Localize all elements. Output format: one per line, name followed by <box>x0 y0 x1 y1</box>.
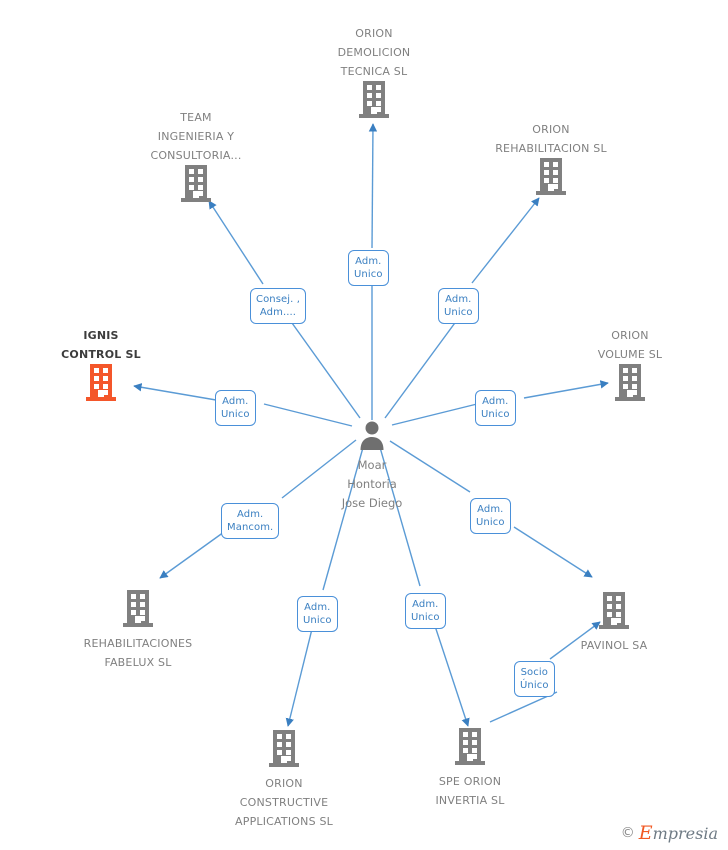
edge-line-spe-lower <box>434 625 470 727</box>
edge-line-pavinol-lower <box>513 526 593 578</box>
building-icon <box>204 728 364 772</box>
edge-label-orion-volume[interactable]: Adm. Unico <box>475 390 516 426</box>
building-icon <box>21 362 181 406</box>
company-node-team-ingenieria-y-consultoria[interactable]: TEAM INGENIERIA Y CONSULTORIA... <box>116 106 276 207</box>
edge-label-orion-demolicion[interactable]: Adm. Unico <box>348 250 389 286</box>
edge-line-orion-volume-right <box>523 380 609 399</box>
edge-line-pavinol-upper <box>389 440 471 493</box>
edge-label-team-ingenieria[interactable]: Consej. , Adm.... <box>250 288 307 324</box>
company-label: ORION CONSTRUCTIVE APPLICATIONS SL <box>235 777 333 828</box>
edge-line-spe-to-pavinol-up <box>549 621 601 660</box>
copyright-icon: © <box>620 825 635 841</box>
edge-line-constructive-lower <box>285 628 313 727</box>
edge-label-pavinol[interactable]: Adm. Unico <box>470 498 511 534</box>
edge-line-team-ingenieria-upper <box>208 200 264 285</box>
person-icon <box>297 420 447 454</box>
person-name: Moar Hontoria Jose Diego <box>341 458 403 510</box>
edge-line-team-ingenieria-lower <box>286 315 361 419</box>
edge-line-ignis-right <box>133 383 217 401</box>
company-node-orion-rehabilitacion-sl[interactable]: ORION REHABILITACION SL <box>471 118 631 200</box>
edge-line-ignis-left <box>263 403 353 427</box>
brand-name: Empresia <box>639 822 718 844</box>
building-icon <box>534 590 694 634</box>
company-label: TEAM INGENIERIA Y CONSULTORIA... <box>150 111 242 162</box>
building-icon <box>550 362 710 406</box>
edge-label-orion-constructive[interactable]: Adm. Unico <box>297 596 338 632</box>
edge-label-spe-to-pavinol[interactable]: Socio Único <box>514 661 555 697</box>
edge-label-orion-rehabilitacion[interactable]: Adm. Unico <box>438 288 479 324</box>
company-node-pavinol-sa[interactable]: PAVINOL SA <box>534 590 694 653</box>
company-label: IGNIS CONTROL SL <box>61 329 141 361</box>
company-label: REHABILITACIONES FABELUX SL <box>83 637 193 669</box>
company-label: ORION DEMOLICION TECNICA SL <box>337 27 411 78</box>
company-node-ignis-control-sl[interactable]: IGNIS CONTROL SL <box>21 324 181 406</box>
company-label: PAVINOL SA <box>580 639 648 652</box>
edge-line-orion-volume-left <box>391 403 478 426</box>
building-icon <box>390 726 550 770</box>
edge-label-rehabilitaciones-fabelux[interactable]: Adm. Mancom. <box>221 503 280 539</box>
edge-label-spe-orion-invertia[interactable]: Adm. Unico <box>405 593 446 629</box>
edge-line-orion-rehabilitacion-lower <box>384 315 461 419</box>
watermark: © Empresia <box>621 822 718 844</box>
company-label: ORION VOLUME SL <box>597 329 663 361</box>
building-icon <box>294 79 454 123</box>
company-node-orion-constructive-applications-sl[interactable]: ORION CONSTRUCTIVE APPLICATIONS SL <box>204 728 364 829</box>
building-icon <box>116 163 276 207</box>
company-node-orion-demolicion-tecnica-sl[interactable]: ORION DEMOLICION TECNICA SL <box>294 22 454 123</box>
edge-label-ignis-control[interactable]: Adm. Unico <box>215 390 256 426</box>
edge-line-orion-demolicion-upper <box>368 123 378 249</box>
brand-initial: E <box>638 822 653 844</box>
company-node-spe-orion-invertia-sl[interactable]: SPE ORION INVERTIA SL <box>390 726 550 808</box>
company-label: SPE ORION INVERTIA SL <box>435 775 505 807</box>
company-label: ORION REHABILITACION SL <box>495 123 607 155</box>
edge-line-orion-rehabilitacion-upper <box>471 197 540 284</box>
edge-line-fabelux-upper <box>281 439 357 499</box>
edge-line-constructive-upper <box>322 443 365 591</box>
company-node-orion-volume-sl[interactable]: ORION VOLUME SL <box>550 324 710 406</box>
edge-line-spe-to-pavinol-right <box>489 691 558 723</box>
building-icon <box>471 156 631 200</box>
edge-line-spe-upper <box>378 443 421 587</box>
brand-rest: mpresia <box>652 824 718 843</box>
company-node-rehabilitaciones-fabelux-sl[interactable]: REHABILITACIONES FABELUX SL <box>58 588 218 670</box>
person-node-moar-hontoria-jose-diego[interactable]: Moar Hontoria Jose Diego <box>297 420 447 511</box>
edge-line-fabelux-lower <box>159 531 225 579</box>
building-icon <box>58 588 218 632</box>
